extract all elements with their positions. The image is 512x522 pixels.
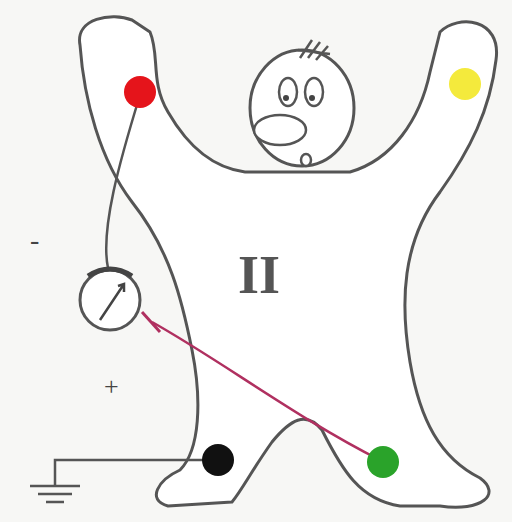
wire-positive [152,322,380,460]
mouth [301,154,311,166]
hair [298,40,330,60]
electrode-green [367,446,399,478]
wire-negative [106,95,140,268]
wire-ground [55,460,218,486]
terminal-bar [142,312,160,332]
pupil [283,95,289,101]
lead-label: II [238,248,280,302]
polarity-sign: + [104,374,119,400]
electrode-yellow [449,68,481,100]
ground-symbol [30,486,80,502]
pupil [309,95,315,101]
eye [279,78,297,106]
galvanometer [80,270,140,330]
eye [305,78,323,106]
electrode-black [202,444,234,476]
body-outline [80,17,497,507]
nose [254,115,306,145]
polarity-sign: - [30,226,39,254]
electrode-red [124,76,156,108]
meter-top [88,269,132,276]
head [250,50,354,166]
meter-needle [100,284,124,320]
